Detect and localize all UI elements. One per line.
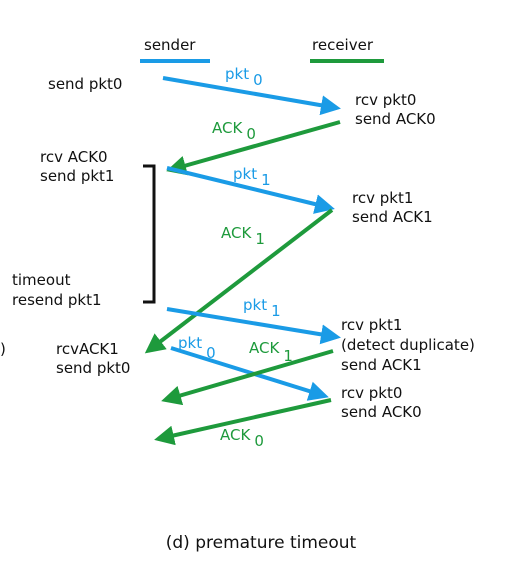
sender-rcv-ack1: rcvACK1 <box>56 340 119 358</box>
sender-send-pkt0: send pkt0 <box>48 75 122 93</box>
receiver-rcv-pkt0-again: rcv pkt0 <box>341 384 402 402</box>
label-pkt0-second: pkt0 <box>178 334 216 362</box>
legend-sender-label: sender <box>144 36 196 54</box>
sender-resend-pkt1: resend pkt1 <box>12 291 102 309</box>
receiver-send-ack0-again: send ACK0 <box>341 403 422 421</box>
sender-send-pkt0-again: send pkt0 <box>56 359 130 377</box>
arrow-ack0-first <box>166 120 341 176</box>
figure-caption: (d) premature timeout <box>166 533 357 553</box>
receiver-send-ack1-again: send ACK1 <box>341 356 422 374</box>
arrow-ack1-first <box>144 208 334 354</box>
timeout-bracket <box>143 164 156 304</box>
receiver-send-ack0: send ACK0 <box>355 110 436 128</box>
arrow-ack0-second <box>154 398 332 446</box>
sender-send-pkt1: send pkt1 <box>40 167 114 185</box>
arrow-pkt0-first <box>162 76 341 116</box>
sender-rcv-ack0: rcv ACK0 <box>40 148 108 166</box>
arrow-pkt1-first <box>166 166 335 214</box>
arrow-pkt1-resend <box>166 307 341 345</box>
receiver-send-ack1: send ACK1 <box>352 208 433 226</box>
receiver-detect-duplicate: (detect duplicate) <box>341 336 475 354</box>
legend-receiver-label: receiver <box>312 36 374 54</box>
receiver-rcv-pkt0: rcv pkt0 <box>355 91 416 109</box>
receiver-rcv-pkt1-dup: rcv pkt1 <box>341 316 402 334</box>
sender-timeout: timeout <box>12 271 71 289</box>
receiver-rcv-pkt1: rcv pkt1 <box>352 189 413 207</box>
left-cut-paren: ) <box>0 340 6 358</box>
arrow-pkt0-second <box>170 346 329 401</box>
arrow-ack1-dup <box>161 349 334 406</box>
